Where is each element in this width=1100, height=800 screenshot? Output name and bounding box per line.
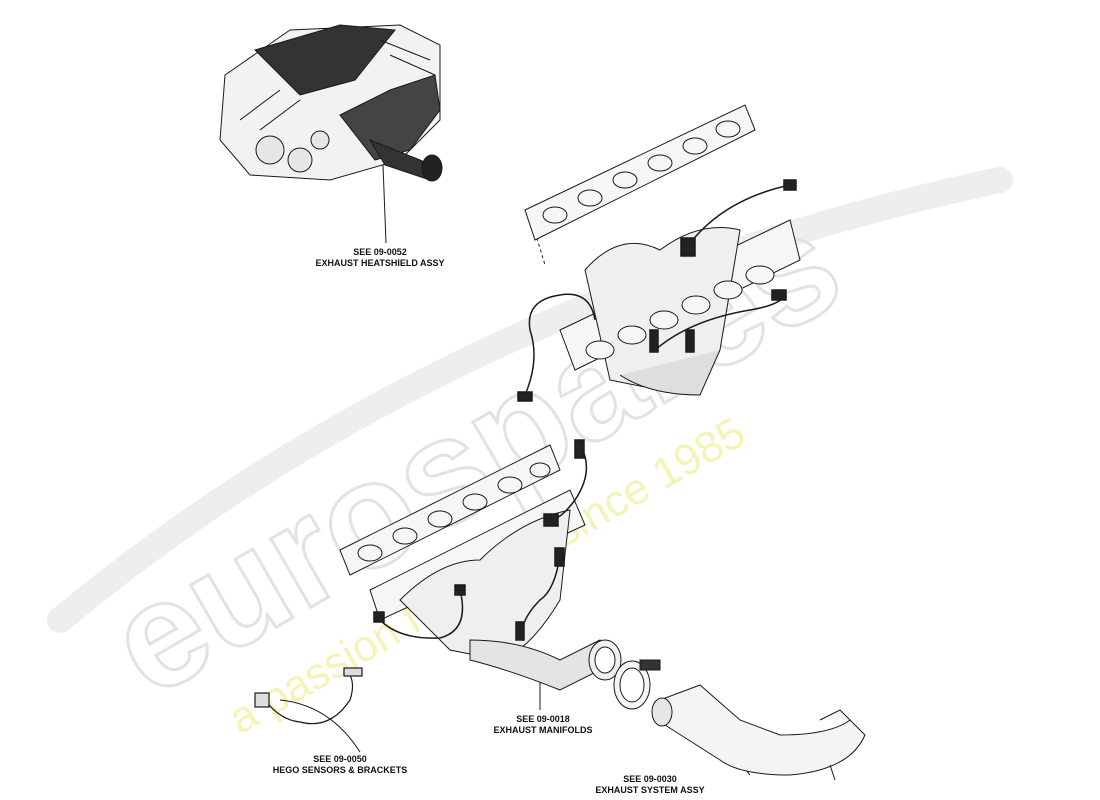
callout-ref: SEE 09-0030 [623, 774, 677, 784]
callout-ref: SEE 09-0050 [313, 754, 367, 764]
lower-hego-sensor-harness [373, 439, 588, 641]
callout-ref: SEE 09-0052 [353, 247, 407, 257]
callout-label: HEGO SENSORS & BRACKETS [272, 765, 408, 775]
callout-label: EXHAUST MANIFOLDS [493, 725, 593, 735]
upper-hego-sensor-harness [517, 179, 797, 402]
exhaust-system-pipe [651, 684, 866, 781]
callout-hego-sensors[interactable]: SEE 09-0050 HEGO SENSORS & BRACKETS [260, 754, 420, 776]
engine-overview [219, 24, 443, 182]
lower-gasket [339, 444, 561, 576]
callout-ref: SEE 09-0018 [516, 714, 570, 724]
lower-exhaust-manifold [369, 489, 622, 691]
callout-exhaust-heatshield[interactable]: SEE 09-0052 EXHAUST HEATSHIELD ASSY [300, 247, 460, 269]
callout-exhaust-system[interactable]: SEE 09-0030 EXHAUST SYSTEM ASSY [570, 774, 730, 796]
exhaust-clamp [613, 659, 661, 710]
upper-exhaust-manifold [559, 219, 801, 396]
callout-label: EXHAUST SYSTEM ASSY [595, 785, 705, 795]
callout-label: EXHAUST HEATSHIELD ASSY [315, 258, 445, 268]
callout-exhaust-manifolds[interactable]: SEE 09-0018 EXHAUST MANIFOLDS [463, 714, 623, 736]
upper-gasket [524, 104, 756, 241]
hego-sensor [254, 667, 363, 725]
